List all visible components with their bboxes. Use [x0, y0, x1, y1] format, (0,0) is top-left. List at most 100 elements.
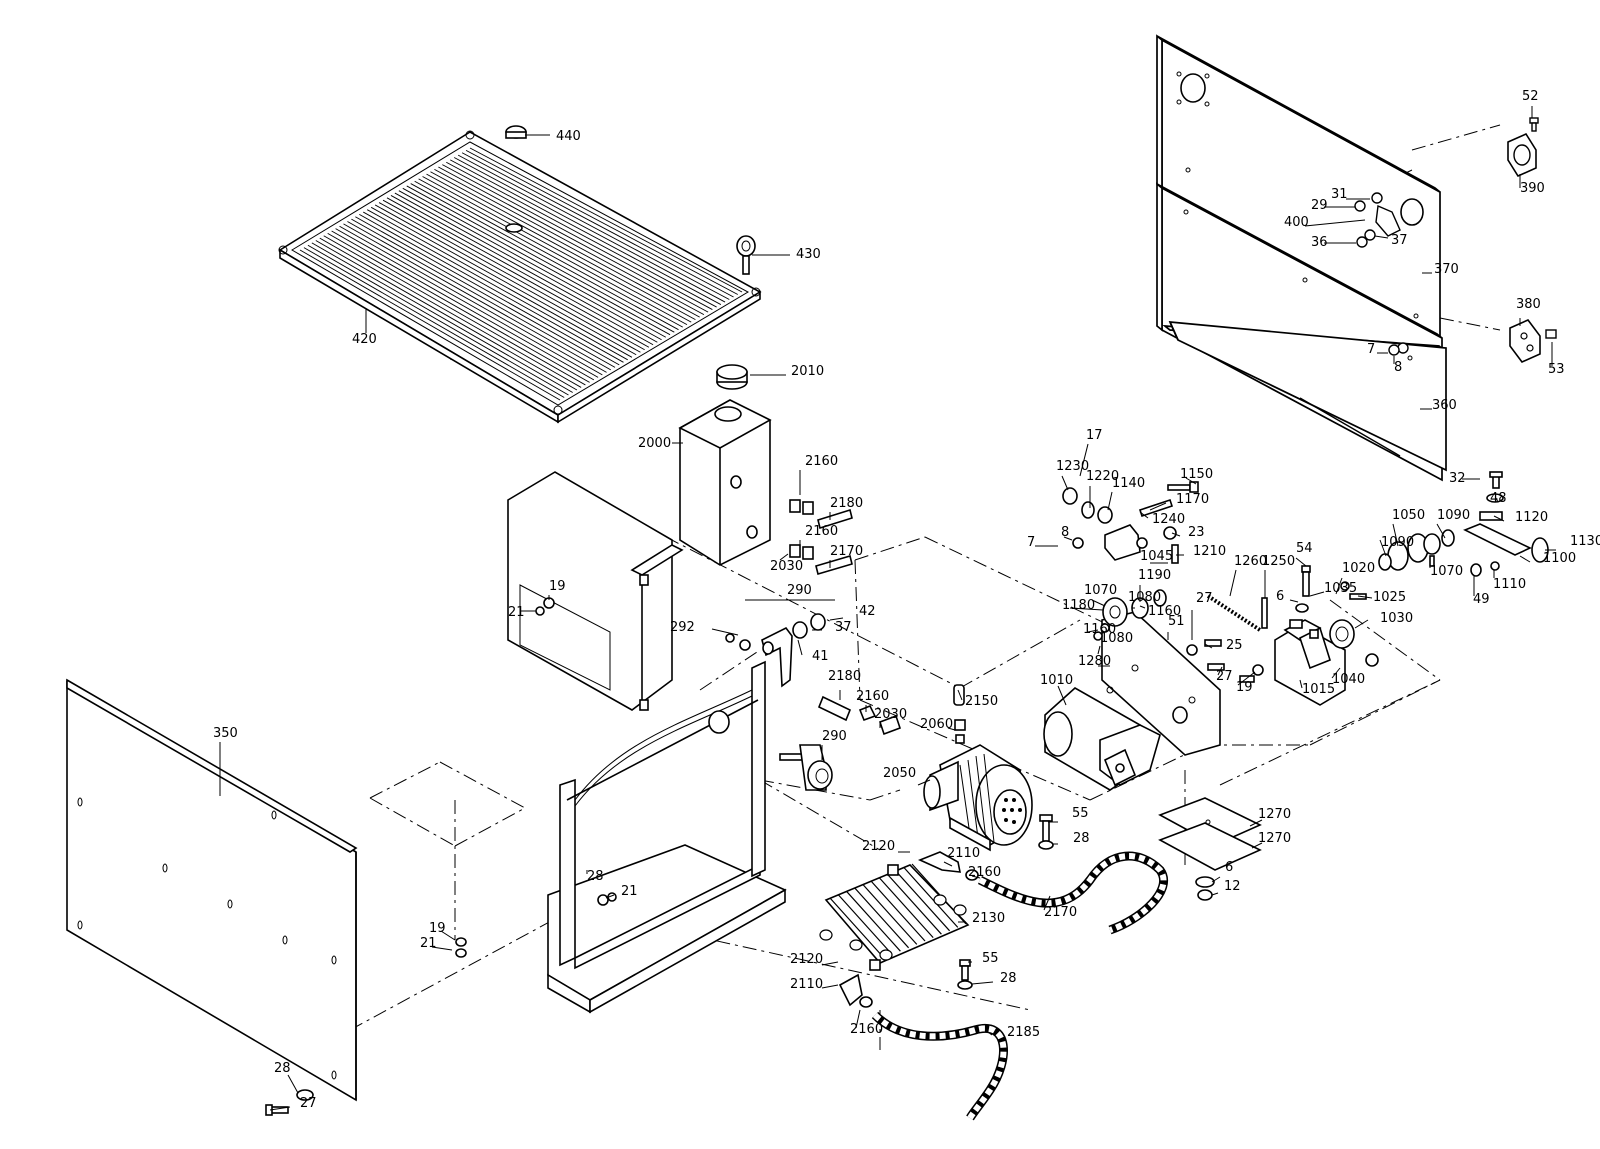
hose-2170 [977, 851, 1169, 935]
pump-motor-2050 [923, 744, 1033, 852]
part-number-label: 37 [1391, 233, 1408, 248]
leader-line [1149, 502, 1167, 511]
leader-line [797, 639, 803, 656]
spring-1260 [1206, 565, 1311, 632]
part-number-label: 2010 [791, 364, 824, 379]
part-number-label: 290 [822, 729, 847, 744]
leader-line [1211, 876, 1221, 883]
leader-line [269, 1106, 291, 1111]
part-number-label: 1240 [1152, 512, 1185, 527]
leader-line [1139, 511, 1149, 519]
part-number-label: 390 [1520, 181, 1545, 196]
leader-line [1309, 591, 1325, 597]
part-number-label: 2050 [883, 766, 916, 781]
part-number-label: 28 [1073, 831, 1090, 846]
leader-line [821, 961, 839, 966]
part-number-label: 2180 [830, 496, 863, 511]
part-number-label: 49 [1473, 592, 1490, 607]
leader-line [947, 727, 956, 731]
leader-line [1299, 679, 1303, 689]
eye-bolt-430 [736, 235, 756, 275]
part-number-label: 2160 [856, 689, 889, 704]
part-number-label: 1130 [1570, 534, 1600, 549]
gears-1050-1090 [1378, 529, 1455, 571]
leader-line [1204, 643, 1213, 649]
pump-290 [779, 744, 833, 791]
part-number-label: 1100 [1543, 551, 1576, 566]
leader-line [1229, 569, 1237, 597]
part-number-label: 1140 [1112, 476, 1145, 491]
part-number-label: 2130 [972, 911, 1005, 926]
part-number-label: 2000 [638, 436, 671, 451]
part-number-label: 28 [274, 1061, 291, 1076]
part-number-label: 430 [796, 247, 821, 262]
leader-line [1211, 892, 1219, 896]
part-number-label: 1050 [1392, 508, 1425, 523]
part-number-label: 23 [1188, 525, 1205, 540]
leader-line [605, 894, 615, 899]
part-number-label: 21 [508, 605, 525, 620]
part-number-label: 1190 [1138, 568, 1171, 583]
part-number-label: 32 [1449, 471, 1466, 486]
part-number-label: 350 [213, 726, 238, 741]
part-number-label: 1250 [1262, 554, 1295, 569]
bolts-55-28 [957, 814, 1054, 990]
part-number-label: 290 [787, 583, 812, 598]
part-number-label: 2030 [874, 707, 907, 722]
leader-line [1061, 475, 1069, 491]
tank-fittings [789, 499, 853, 576]
part-number-label: 2150 [965, 694, 998, 709]
gear-unit-1015 [1274, 619, 1346, 706]
part-number-label: 292 [670, 620, 695, 635]
leader-line [1436, 523, 1446, 539]
part-number-label: 2180 [828, 669, 861, 684]
part-number-label: 1040 [1332, 672, 1365, 687]
part-number-label: 42 [859, 604, 876, 619]
leader-line [1374, 235, 1389, 239]
part-number-label: 2160 [850, 1022, 883, 1037]
part-number-label: 440 [556, 129, 581, 144]
part-number-label: 2185 [1007, 1025, 1040, 1040]
leader-line [1331, 667, 1341, 679]
front-panel-350 [66, 678, 358, 1102]
back-panel-assembly [1156, 34, 1447, 482]
hose-fittings-2110-2120 [838, 851, 979, 1008]
part-number-label: 1015 [1302, 682, 1335, 697]
part-number-label: 55 [982, 951, 999, 966]
leader-line [1392, 523, 1399, 547]
rail-1100 [1463, 471, 1549, 577]
part-number-label: 53 [1548, 362, 1565, 377]
part-number-label: 1080 [1128, 590, 1161, 605]
leader-line [1091, 599, 1106, 607]
part-number-label: 360 [1432, 398, 1457, 413]
leader-line [1185, 477, 1197, 485]
cap-440 [505, 125, 527, 139]
part-number-label: 400 [1284, 215, 1309, 230]
leader-line [917, 779, 931, 786]
mats-1270 [1158, 797, 1262, 901]
part-number-label: 380 [1516, 297, 1541, 312]
leader-line [1495, 497, 1499, 503]
lever-bracket [725, 613, 826, 688]
leader-line [1079, 443, 1089, 477]
part-number-label: 21 [420, 936, 437, 951]
callout-labels: 4404304202010200021602180216021702030192… [213, 89, 1600, 1111]
part-number-label: 2060 [920, 717, 953, 732]
leader-line [1249, 819, 1263, 827]
back-panel-hardware [1354, 117, 1557, 363]
leader-line [957, 689, 963, 701]
motor-1010 [1043, 687, 1161, 791]
part-number-label: 1010 [1040, 673, 1073, 688]
leader-line [1357, 595, 1373, 599]
leader-line [1217, 666, 1223, 676]
part-number-label: 21 [621, 884, 638, 899]
leader-line [1304, 219, 1366, 227]
part-number-label: 1020 [1342, 561, 1375, 576]
leader-line [711, 628, 739, 636]
part-number-label: 7 [1027, 535, 1035, 550]
part-number-label: 27 [1196, 591, 1213, 606]
leader-line [431, 946, 453, 951]
part-number-label: 1090 [1437, 508, 1470, 523]
part-number-label: 36 [1311, 235, 1328, 250]
